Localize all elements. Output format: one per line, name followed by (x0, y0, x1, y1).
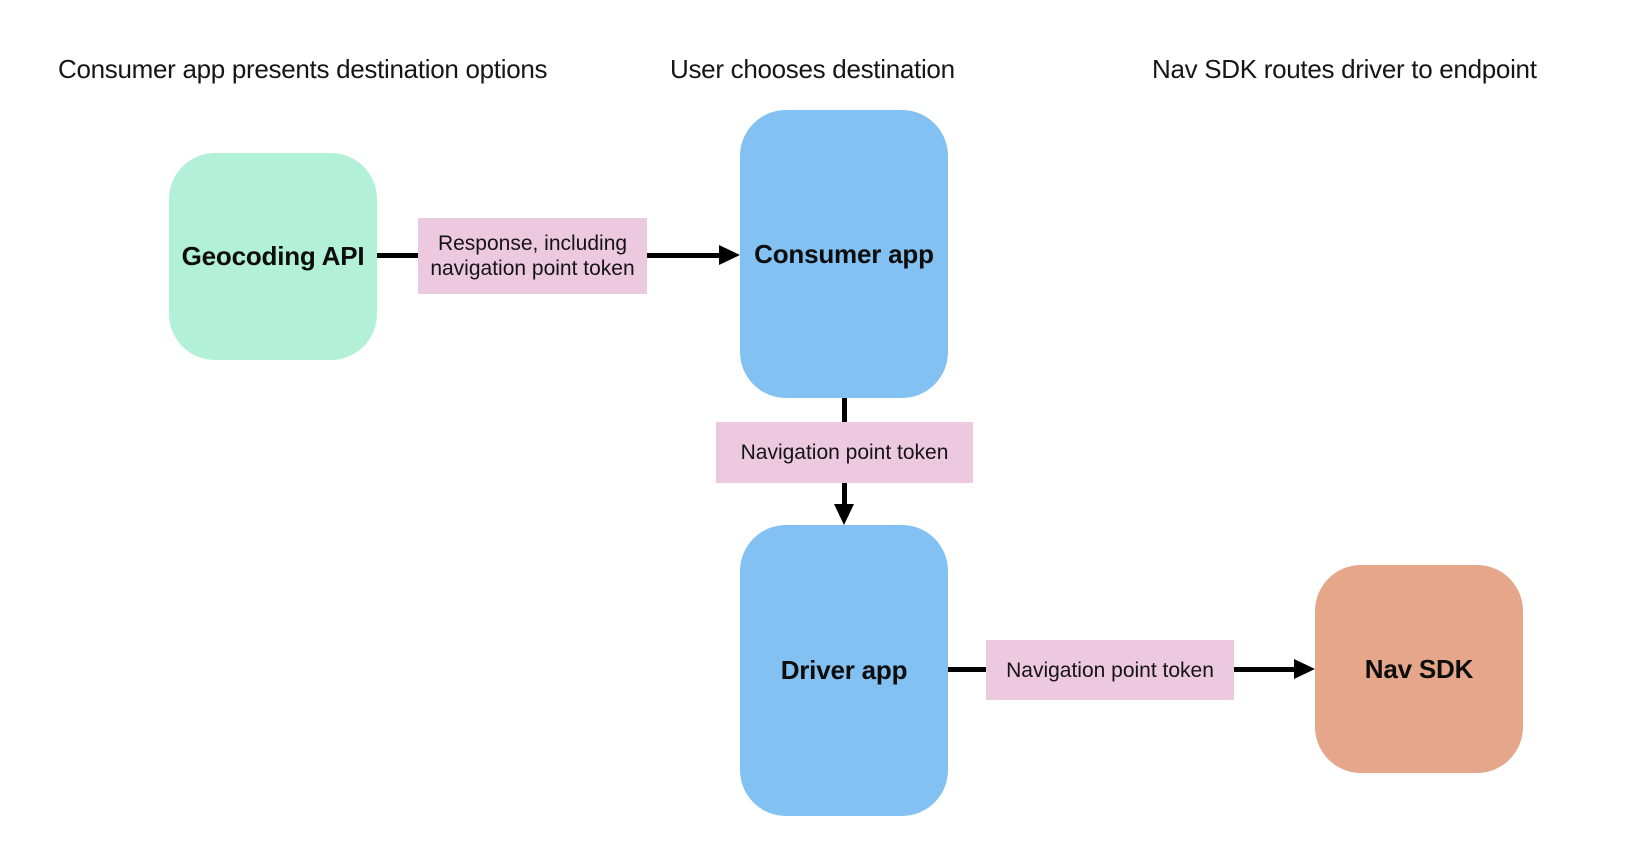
stage-heading-navsdk-routes: Nav SDK routes driver to endpoint (1152, 54, 1537, 84)
node-consumer-app: Consumer app (740, 110, 948, 398)
node-geocoding-api-label: Geocoding API (181, 241, 365, 271)
edge-label-navigation-point-token-2: Navigation point token (986, 640, 1234, 700)
node-nav-sdk-label: Nav SDK (1364, 653, 1474, 684)
node-nav-sdk: Nav SDK (1315, 565, 1523, 773)
stage-heading-consumer-presents: Consumer app presents destination option… (58, 54, 548, 84)
node-driver-app-label: Driver app (780, 655, 908, 685)
node-geocoding-api: Geocoding API (169, 153, 377, 360)
arrowhead-down-icon (834, 504, 854, 525)
arrowhead-right-icon (1294, 659, 1315, 679)
node-driver-app: Driver app (740, 525, 948, 816)
stage-heading-user-chooses: User chooses destination (670, 54, 955, 84)
edge-label-response-including-token: Response, including navigation point tok… (418, 218, 647, 294)
node-consumer-app-label: Consumer app (754, 238, 934, 269)
arrowhead-right-icon (719, 245, 740, 265)
edge-label-navigation-point-token-1: Navigation point token (716, 422, 973, 483)
